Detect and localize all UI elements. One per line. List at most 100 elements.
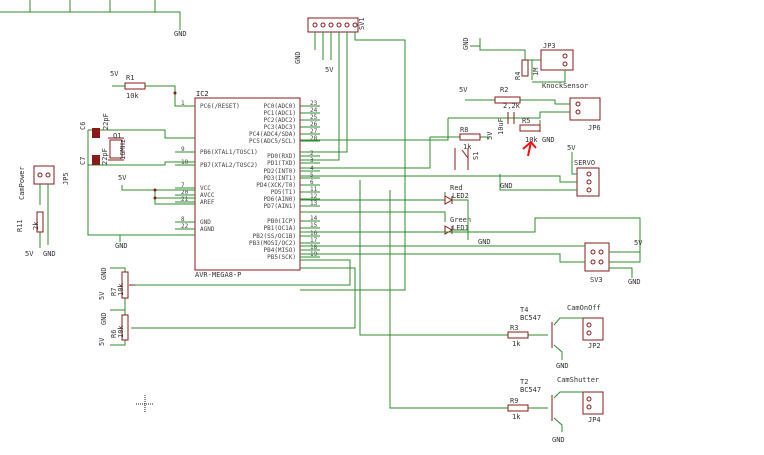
ic2-pin-label: PB3(MOSI/OC2) [249, 240, 296, 247]
ic2-pin-number: 6 [310, 179, 314, 186]
r9-value: 1k [512, 413, 521, 421]
ic2-pin-label: PD5(T1) [271, 189, 296, 196]
ic2-pin-label: PB6(XTAL1/TOSC1) [200, 149, 258, 156]
knock-gnd: GND [542, 136, 555, 144]
t2-value: BC547 [520, 386, 541, 394]
r8-value: 1k [463, 143, 472, 151]
ic2-pin-number: 22 [181, 223, 189, 230]
r6-value: 10k [117, 325, 125, 338]
ic2-pin-number: 27 [310, 128, 318, 135]
ic2-pin-label: PC2(ADC2) [263, 117, 296, 124]
sv3-gnd: GND [628, 278, 641, 286]
ic2-pin-label: AREF [200, 199, 215, 206]
r6-5v: 5V [98, 337, 106, 346]
ic2-pin-number: 14 [310, 215, 318, 222]
c6-value: 22pF [102, 113, 110, 130]
q1-value: 16MHz [119, 139, 127, 160]
r5-value: 10k [525, 136, 538, 144]
servo-gnd: GND [500, 182, 513, 190]
ic2-pin-label: PC6(/RESET) [200, 103, 240, 110]
ic2-pin-number: 23 [310, 100, 318, 107]
ic2-pin-label: PB0(ICP) [267, 218, 296, 225]
jp5-5v: 5V [25, 250, 34, 258]
ic2-pin-number: 1 [181, 100, 185, 107]
r3-name: R3 [510, 324, 518, 332]
ic2-pin-label: PD3(INT1) [263, 175, 296, 182]
sv3-name: SV3 [590, 276, 603, 284]
servo-connector: SERVO 5V GND [300, 144, 600, 197]
ic2-pin-label: PD1(TXD) [267, 160, 296, 167]
gnd-label-top: GND [174, 30, 187, 38]
ic2-pin-label: PD2(INT0) [263, 168, 296, 175]
ic2-pin-label: PB4(MISO) [263, 247, 296, 254]
ic2-pin-label: VCC [200, 185, 211, 192]
ic2-pin-label: PB5(SCK) [267, 254, 296, 261]
jp4-name: JP4 [588, 416, 601, 424]
r2-value: 2,2k [503, 102, 521, 110]
ic2-pin-number: 17 [310, 237, 318, 244]
sv1-gnd: GND [294, 51, 302, 64]
t4-camonoff: T4 BC547 CamOnOff JP2 R3 1k GND [359, 180, 604, 370]
camshutter-label: CamShutter [557, 376, 599, 384]
r9-name: R9 [510, 397, 518, 405]
ic2-pin-label: PD7(AIN1) [263, 203, 296, 210]
ic2-pin-number: 2 [310, 150, 314, 157]
ic2-pin-label: PC5(ADC5/SCL) [249, 138, 296, 145]
jp6-name: JP6 [588, 124, 601, 132]
sv3-header: SV3 5V GND [300, 217, 643, 286]
jp3-name: JP3 [543, 42, 556, 50]
jp2-name: JP2 [588, 342, 601, 350]
sv1-header: SV1 GND 5V [294, 17, 406, 291]
servo-label: SERVO [574, 159, 595, 167]
r6-name: R6 [110, 330, 118, 338]
r1-resistor: R1 10k 5V [110, 70, 195, 107]
ic2-pin-number: 25 [310, 114, 318, 121]
knock-label: KnockSensor [542, 82, 588, 90]
r1-value: 10k [126, 92, 139, 100]
jp3-gnd: GND [462, 37, 470, 50]
s1-name: S1 [472, 152, 480, 160]
r7-name: R7 [110, 288, 118, 296]
r3-value: 1k [512, 340, 521, 348]
r8-5v: 5V [486, 131, 494, 140]
ic2-pin-label: PB7(XTAL2/TOSC2) [200, 162, 258, 169]
ic2-pin-label: PD0(RXD) [267, 153, 296, 160]
t2-name: T2 [520, 378, 528, 386]
r6-gnd: GND [100, 312, 108, 325]
ic2-pin-label: PC4(ADC4/SDA) [249, 131, 296, 138]
ic2-pin-number: 15 [310, 222, 318, 229]
vcc-section: 5V [118, 174, 195, 205]
t2-gnd: GND [552, 436, 565, 444]
vcc-5v: 5V [118, 174, 127, 182]
camonoff-label: CamOnOff [567, 304, 601, 312]
jp6-knocksensor: KnockSensor JP6 R2 2,2k 5V 10uF R5 10k G… [300, 82, 601, 144]
t4-name: T4 [520, 306, 528, 314]
ic2-pin-number: 24 [310, 107, 318, 114]
r4-value: 1M [532, 68, 540, 76]
q1-name: Q1 [113, 132, 121, 140]
t4-gnd: GND [556, 362, 569, 370]
ic2-name: IC2 [196, 90, 209, 98]
ic2-pin-number: 18 [310, 244, 318, 251]
ic2-pin-number: 20 [181, 189, 189, 196]
sv3-5v: 5V [634, 239, 643, 247]
led1-name: LED1 [452, 224, 469, 232]
jp3-section: GND JP3 R4 1M [462, 37, 574, 83]
r7-value: 10k [117, 283, 125, 296]
r8-s1-section: R8 1k 5V S1 [300, 126, 494, 170]
jp5-gnd: GND [43, 250, 56, 258]
led-section: Red LED2 Green LED1 GND [300, 184, 491, 246]
ic2-pin-number: 28 [310, 135, 318, 142]
ic2-pin-label: PC1(ADC1) [263, 110, 296, 117]
sv1-5v: 5V [325, 66, 334, 74]
pot-section: GND 5V R7 10k GND 5V R6 10k [98, 259, 356, 346]
ic2-pin-label: PD6(AIN0) [263, 196, 296, 203]
ic2-pin-label: GND [200, 219, 211, 226]
t2-camshutter: T2 BC547 CamShutter JP4 R9 1k GND [389, 190, 604, 444]
ic2-pin-number: 26 [310, 121, 318, 128]
red-arrow-annotation [522, 140, 537, 157]
ic2-pin-label: PB1(OC1A) [263, 225, 296, 232]
